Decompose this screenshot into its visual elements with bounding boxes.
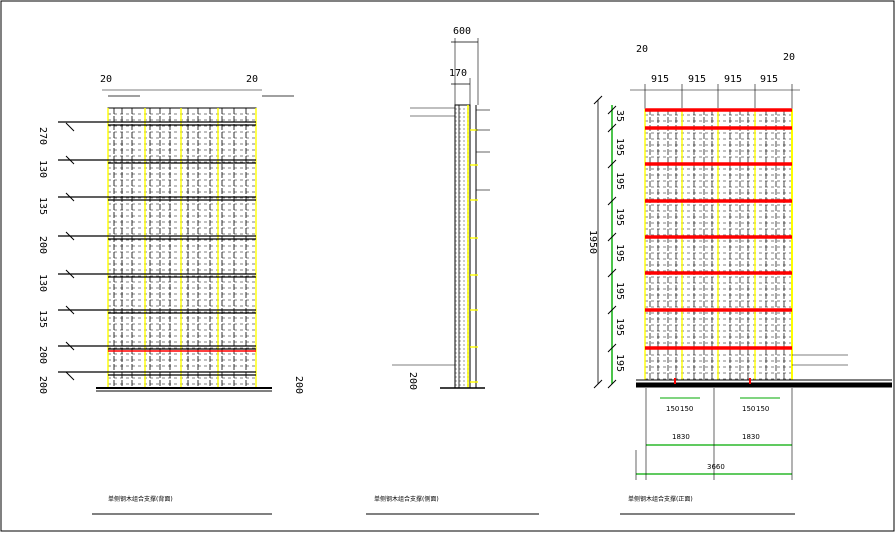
front-col-dim-1: 915 <box>688 74 706 85</box>
side-top-dim: 600 <box>453 26 471 37</box>
side-top-dim-2: 170 <box>449 68 467 79</box>
front-top-right-dim: 20 <box>783 52 795 63</box>
front-dim-tick <box>593 95 603 105</box>
side-section-body <box>392 38 490 389</box>
front-left-dim-7: 195 <box>614 354 625 372</box>
back-left-dim-1: 130 <box>37 160 48 178</box>
front-bottom-small-0: 150 <box>666 405 679 413</box>
front-green-tick <box>607 268 617 278</box>
front-left-dim-0: 35 <box>614 110 625 122</box>
back-dim-tick <box>65 231 75 241</box>
front-bottom-total: 3660 <box>707 463 725 471</box>
front-green-tick <box>607 379 617 389</box>
front-col-dim-3: 915 <box>760 74 778 85</box>
back-dim-tick <box>65 192 75 202</box>
back-left-dim-5: 135 <box>37 310 48 328</box>
side-bottom-dim: 200 <box>407 372 418 390</box>
back-bottom-dim: 200 <box>37 376 48 394</box>
front-col-dim-0: 915 <box>651 74 669 85</box>
front-left-dim-3: 195 <box>614 208 625 226</box>
back-caption: 单侧钢木组合支撑(背面) <box>108 495 173 503</box>
back-top-left-dim: 20 <box>100 74 112 85</box>
back-top-right-dim: 20 <box>246 74 258 85</box>
front-bottom-small-1: 150 <box>680 405 693 413</box>
front-bottom-mid-0: 1830 <box>672 433 690 441</box>
front-green-tick <box>607 159 617 169</box>
back-left-dim-3: 200 <box>37 236 48 254</box>
back-dim-tick <box>65 371 75 381</box>
front-top-left-dim: 20 <box>636 44 648 55</box>
front-green-tick <box>607 105 617 115</box>
back-formwork-grid <box>58 89 294 392</box>
front-bottom-small-2: 150 <box>742 405 755 413</box>
back-dim-tick <box>65 122 75 132</box>
front-dim-tick <box>593 379 603 389</box>
back-left-dim-0: 270 <box>37 127 48 145</box>
front-bottom-small-3: 150 <box>756 405 769 413</box>
front-green-tick <box>607 305 617 315</box>
back-left-dimension-ticks <box>65 122 75 381</box>
back-left-dim-4: 130 <box>37 274 48 292</box>
side-caption: 单侧钢木组合支撑(侧面) <box>374 495 439 503</box>
front-overall-height: 1950 <box>587 230 598 254</box>
back-dim-tick <box>65 305 75 315</box>
front-elevation-view: 20 20 915 915 915 915 35 195 195 195 195… <box>587 44 892 515</box>
front-formwork-grid <box>593 84 892 480</box>
back-elevation-view: 20 20 270 130 135 200 130 135 200 200 20… <box>37 74 304 515</box>
front-green-tick <box>607 343 617 353</box>
back-bottom-right-dim: 200 <box>293 376 304 394</box>
front-left-dim-5: 195 <box>614 282 625 300</box>
front-col-dim-2: 915 <box>724 74 742 85</box>
front-left-dim-1: 195 <box>614 138 625 156</box>
side-elevation-view: 600 170 200 单侧钢木组合支撑(侧面) <box>366 26 539 515</box>
front-caption: 单侧钢木组合支撑(正面) <box>628 495 693 503</box>
front-green-tick <box>607 196 617 206</box>
back-dim-tick <box>65 155 75 165</box>
back-dim-tick <box>65 269 75 279</box>
back-dim-tick <box>65 341 75 351</box>
back-left-dim-6: 200 <box>37 346 48 364</box>
front-left-dim-2: 195 <box>614 172 625 190</box>
back-left-dim-2: 135 <box>37 197 48 215</box>
front-bottom-mid-1: 1830 <box>742 433 760 441</box>
front-green-tick <box>607 232 617 242</box>
front-left-dim-4: 195 <box>614 244 625 262</box>
front-left-dim-6: 195 <box>614 318 625 336</box>
front-green-tick <box>607 123 617 133</box>
